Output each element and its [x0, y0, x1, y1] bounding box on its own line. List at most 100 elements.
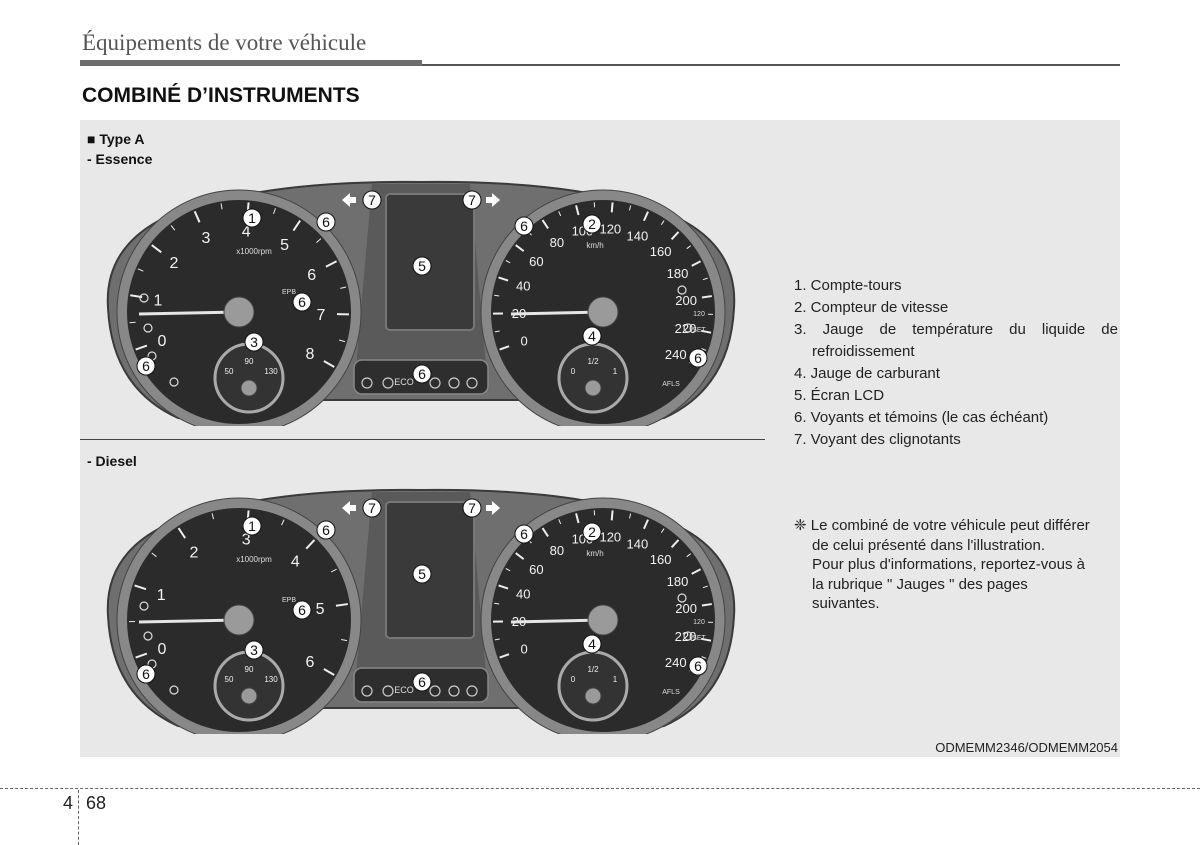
tachometer-tick: [129, 321, 136, 324]
tachometer-tick: [177, 527, 186, 539]
callout-circle: [242, 516, 262, 536]
speedometer-number: 200: [675, 601, 697, 616]
speedometer-unit: km/h: [586, 549, 603, 558]
speedometer-tick: [701, 603, 712, 607]
legend-item: 3. Jauge de température du liquide de re…: [794, 321, 1118, 360]
callout-number: 1: [248, 210, 256, 226]
note: ❈ Le combiné de votre véhicule peut diff…: [794, 516, 1118, 614]
speedometer-tick: [686, 553, 692, 558]
callout-circle: [514, 524, 534, 544]
callout-number: 6: [322, 522, 330, 538]
image-code: ODMEMM2346/ODMEMM2054: [935, 740, 1118, 755]
callout-number: 5: [418, 566, 426, 582]
callout-circle: [582, 326, 602, 346]
callout-number: 6: [520, 526, 528, 542]
set-label: SET: [692, 327, 706, 334]
callout-number: 6: [520, 218, 528, 234]
speedometer-tick: [660, 528, 665, 533]
tachometer-number: 3: [242, 531, 251, 548]
tachometer-needle: [138, 618, 240, 624]
tachometer-number: 1: [154, 293, 163, 310]
tachometer-number: 5: [316, 601, 325, 618]
speedometer-tick: [686, 245, 692, 250]
temperature-label: 90: [245, 357, 254, 366]
instrument-cluster-diesel: ECO0123456x1000rpmEPB5090130020406080100…: [106, 488, 736, 734]
legend-item: 6. Voyants et témoins (le cas échéant): [794, 409, 1049, 426]
callout-circle: [582, 634, 602, 654]
legend-item: 2. Compteur de vitesse: [794, 299, 949, 316]
speedometer-tick: [610, 510, 614, 521]
speedometer-tick: [575, 205, 580, 216]
fuel-label: 1: [613, 675, 618, 684]
speedometer-tick: [515, 244, 525, 252]
tachometer-number: 4: [242, 223, 251, 240]
callout-circle: [136, 356, 156, 376]
tachometer-tick: [193, 210, 201, 223]
speedometer-number: 120: [599, 529, 621, 544]
epb-label: EPB: [282, 597, 296, 604]
speedometer-tick: [691, 568, 702, 575]
callout-number: 6: [142, 358, 150, 374]
speedometer-tick: [505, 260, 511, 264]
speedometer-number: 80: [550, 235, 564, 250]
tachometer-tick: [211, 513, 215, 520]
speedometer-number: 80: [550, 543, 564, 558]
temperature-label: 50: [225, 367, 234, 376]
callout-number: 6: [298, 602, 306, 618]
tachometer-number: 3: [202, 230, 211, 247]
speedometer-tick: [701, 348, 707, 351]
speedometer-tick: [494, 602, 500, 605]
tachometer-tick: [281, 519, 285, 526]
speedometer-tick: [499, 345, 510, 351]
indicator-icon: [677, 593, 687, 603]
callout-number: 7: [368, 500, 376, 516]
tachometer-tick: [170, 225, 176, 231]
speedometer-number: 40: [516, 587, 530, 602]
speedometer-number: 60: [529, 254, 543, 269]
legend-list: 1. Compte-tours 2. Compteur de vitesse 3…: [794, 275, 1118, 451]
fuel-gauge: [557, 342, 629, 414]
callout-circle: [462, 190, 482, 210]
note-line: de celui présenté dans l'illustration.: [812, 536, 1045, 554]
section-title: COMBINÉ D’INSTRUMENTS: [82, 84, 360, 107]
fuel-gauge: [557, 650, 629, 722]
tachometer-number: 2: [189, 544, 198, 561]
temperature-label: 130: [264, 675, 278, 684]
tachometer-tick: [151, 244, 162, 254]
page-number: 68: [86, 793, 107, 813]
legend-item: 7. Voyant des clignotants: [794, 431, 961, 448]
speedometer-tick: [660, 220, 665, 225]
afls-label: AFLS: [662, 689, 680, 696]
tachometer-tick: [340, 286, 347, 289]
tachometer-needle: [138, 310, 240, 316]
diesel-label: - Diesel: [87, 453, 137, 469]
eco-label: ECO: [394, 685, 414, 695]
speedometer-number: 180: [667, 574, 689, 589]
tachometer-unit: x1000rpm: [236, 555, 272, 564]
speedometer-tick: [670, 231, 680, 240]
callout-number: 5: [418, 258, 426, 274]
speedometer-number: 200: [675, 293, 697, 308]
header-title: Équipements de votre véhicule: [82, 30, 367, 55]
temperature-hub: [240, 379, 258, 397]
note-line: la rubrique " Jauges " des pages: [812, 575, 1028, 593]
tachometer-number: 1: [157, 587, 166, 604]
callout-circle: [136, 664, 156, 684]
speedometer-tick: [702, 277, 708, 281]
tachometer-unit: x1000rpm: [236, 247, 272, 256]
speed-120-label: 120: [693, 311, 705, 318]
speedometer-tick: [628, 205, 632, 211]
speedometer-tick: [701, 329, 712, 334]
temperature-label: 130: [264, 367, 278, 376]
indicator-icon: [677, 285, 687, 295]
fuel-label: 0: [571, 675, 576, 684]
callout-circle: [292, 600, 312, 620]
callout-number: 1: [248, 518, 256, 534]
tachometer-tick: [305, 539, 316, 550]
warning-light-icon: [361, 377, 373, 389]
callout-number: 6: [322, 214, 330, 230]
speedometer-tick: [691, 260, 702, 267]
indicator-icon: [139, 601, 149, 611]
speedometer-number: 160: [650, 244, 672, 259]
speedometer-tick: [558, 211, 562, 217]
